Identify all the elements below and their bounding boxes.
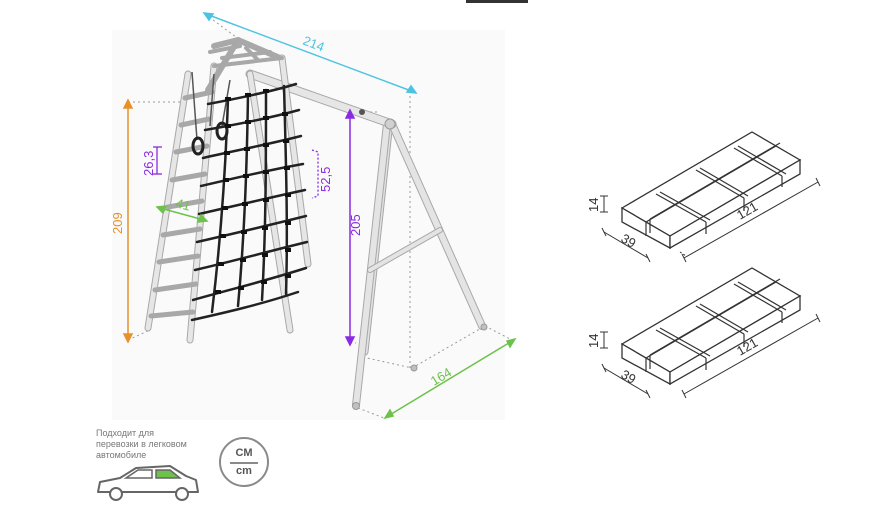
car-icon [97,465,199,501]
dim-height-swing-label: 205 [348,214,363,236]
units-top-label: СМ [235,447,253,459]
dim-ladder-width-label: 41 [174,195,192,213]
package-2-height: 14 [586,334,601,348]
package-2-depth: 39 [619,367,639,387]
package-1-height: 14 [586,198,601,212]
dim-rung-spacing-label: 26,3 [141,151,156,176]
units-divider [230,462,258,464]
car-transport-note: Подходит для перевозки в легковом автомо… [96,428,216,461]
net-knots [215,89,291,294]
package-box-1: 14 39 121 [586,131,821,263]
note-line-2: перевозки в легковом [96,439,187,449]
dim-net-cell-label: 52,5 [318,167,333,192]
dim-net-cell-line [311,149,319,199]
backdrop [112,30,505,420]
dim-rung-spacing-line [153,146,162,175]
package-box-2: 14 39 121 [586,267,821,399]
dim-width-line [202,12,418,94]
dim-depth-line [383,337,517,420]
note-line-1: Подходит для [96,428,155,438]
dim-ladder-width-line [155,205,209,223]
note-line-3: автомобиле [96,450,147,460]
top-tab-marker [466,0,528,3]
dim-height-total-label: 209 [110,212,125,234]
swing-frame [245,69,488,410]
package-1-depth: 39 [619,231,639,251]
ladder-frame [144,37,312,344]
dim-height-swing-line [344,108,356,347]
dim-width-label: 214 [301,33,327,55]
dim-height-total-line [122,98,134,344]
units-badge-icon: СМ cm [219,437,269,487]
units-bottom-label: cm [236,465,252,477]
